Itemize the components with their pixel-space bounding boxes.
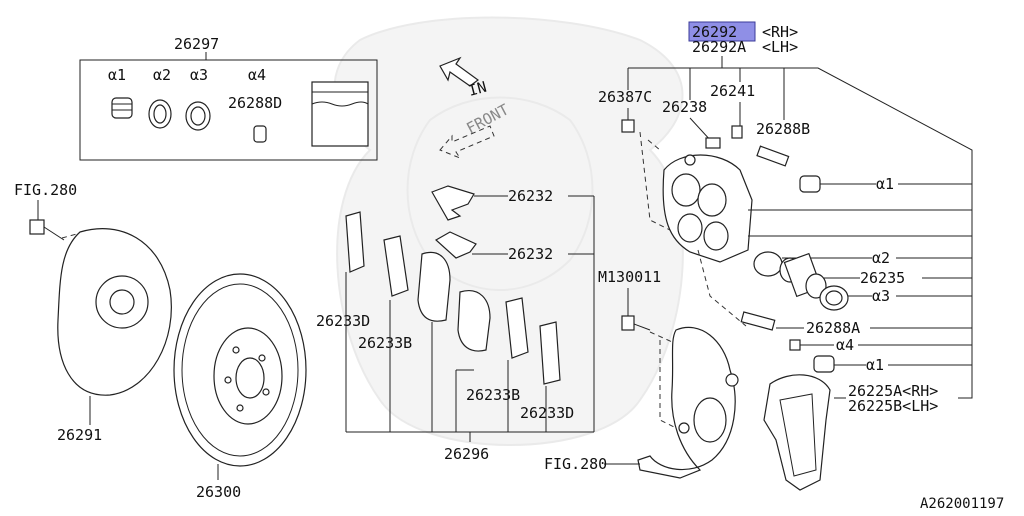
label-26288A: 26288A xyxy=(806,319,860,337)
label-right-a2: α2 xyxy=(872,249,890,267)
seal-part xyxy=(753,251,783,277)
label-kit-a1: α1 xyxy=(108,66,126,84)
label-26297: 26297 xyxy=(174,35,219,53)
caliper-26292: 26292 <RH> 26292A <LH> 26387C 26238 2624… xyxy=(598,21,973,399)
pad-shim-outer-right xyxy=(539,321,561,385)
label-26235: 26235 xyxy=(860,269,905,287)
grease-packet xyxy=(311,81,369,147)
label-26238: 26238 xyxy=(662,98,707,116)
cap-part xyxy=(731,125,743,139)
label-26233B-left: 26233B xyxy=(358,334,412,352)
kit-26297: 26297 α1 α2 α3 α4 26288D xyxy=(79,35,378,161)
label-right-a1-top: α1 xyxy=(876,175,894,193)
label-kit-a4: α4 xyxy=(248,66,266,84)
label-26292A[interactable]: 26292A xyxy=(692,38,746,56)
boot-lower-part xyxy=(813,355,835,373)
pad-clip-top xyxy=(431,185,475,221)
label-right-a4: α4 xyxy=(836,336,854,354)
label-26291: 26291 xyxy=(57,426,102,444)
label-fig280-top: FIG.280 xyxy=(14,181,77,199)
bushing-part-right xyxy=(789,339,801,351)
label-26296: 26296 xyxy=(444,445,489,463)
caliper-support-part xyxy=(763,374,831,491)
label-lh-top: <LH> xyxy=(762,38,798,56)
bolt-part xyxy=(29,219,65,241)
label-m130011: M130011 xyxy=(598,268,661,286)
label-26233B-right: 26233B xyxy=(466,386,520,404)
pad-kit-26296: 26232 26232 26233D 26233B 26233B 26233D … xyxy=(316,185,595,463)
bleeder-screw-part xyxy=(621,119,635,133)
knuckle-assembly: M130011 FIG.280 26225A<RH> 26225B<LH> xyxy=(544,268,938,491)
pad-shim-inner-right xyxy=(505,297,529,359)
boot-upper-part xyxy=(799,175,821,193)
label-fig280-bot: FIG.280 xyxy=(544,455,607,473)
highlight-26292 xyxy=(688,21,756,42)
backing-plate-26291: FIG.280 26291 xyxy=(14,181,172,444)
pad-shim-inner-left xyxy=(383,235,409,297)
label-26387C: 26387C xyxy=(598,88,652,106)
pad-shim-outer-left xyxy=(345,211,365,273)
brake-pad-right xyxy=(457,290,491,352)
label-26233D-left: 26233D xyxy=(316,312,370,330)
label-26288B: 26288B xyxy=(756,120,810,138)
label-26225A: 26225A<RH> xyxy=(848,382,938,400)
label-26232-top: 26232 xyxy=(508,187,553,205)
in-arrow-icon xyxy=(439,56,480,87)
boot-part xyxy=(111,97,133,119)
label-right-a1-bot: α1 xyxy=(866,356,884,374)
label-right-a3: α3 xyxy=(872,287,890,305)
pad-clip-mid xyxy=(434,231,477,259)
label-26233D-right: 26233D xyxy=(520,404,574,422)
bleeder-part xyxy=(705,137,721,149)
support-bolt-part xyxy=(621,315,635,331)
watermark-emblem xyxy=(333,16,684,446)
label-26232-mid: 26232 xyxy=(508,245,553,263)
label-rh-top: <RH> xyxy=(762,23,798,41)
label-26300: 26300 xyxy=(196,483,241,501)
label-in: IN xyxy=(466,78,488,100)
label-kit-a2: α2 xyxy=(153,66,171,84)
label-kit-a3: α3 xyxy=(190,66,208,84)
piston-part xyxy=(779,252,827,299)
bushing-part xyxy=(253,125,267,143)
brake-pad-left xyxy=(417,251,451,322)
rotor-26300: 26300 xyxy=(173,273,307,501)
guide-pin-lower xyxy=(740,311,776,331)
label-26292[interactable]: 26292 xyxy=(692,23,737,41)
front-arrow-icon xyxy=(439,125,495,160)
label-26288D: 26288D xyxy=(228,94,282,112)
label-26241: 26241 xyxy=(710,82,755,100)
guide-pin-upper xyxy=(756,145,790,167)
label-26225B: 26225B<LH> xyxy=(848,397,938,415)
catalog-code: A262001197 xyxy=(920,496,1004,512)
kit-box xyxy=(79,59,378,161)
